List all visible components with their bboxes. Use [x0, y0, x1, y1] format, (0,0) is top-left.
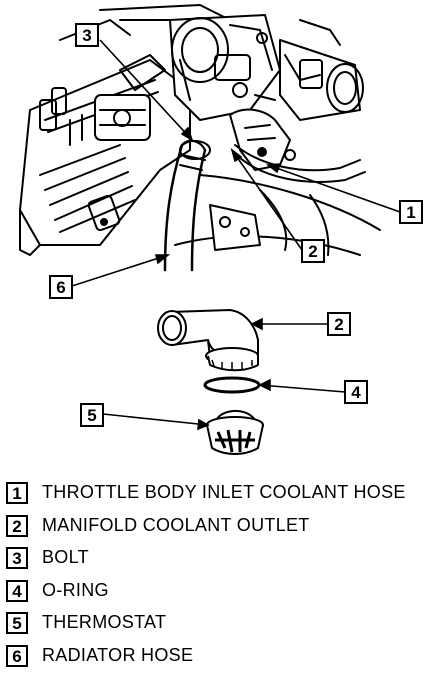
legend-item-number: 6: [6, 644, 28, 667]
callout-4-number: 4: [351, 383, 361, 402]
o-ring-illustration: [203, 376, 261, 394]
thermostat-illustration: [206, 410, 264, 455]
leader-lines: [71, 39, 401, 431]
callout-2-upper: 2: [301, 239, 325, 263]
legend-item-label: THERMOSTAT: [42, 612, 167, 632]
parts-legend: 1 THROTTLE BODY INLET COOLANT HOSE 2 MAN…: [6, 478, 446, 673]
callout-2-lower-number: 2: [334, 315, 343, 334]
callout-5: 5: [80, 403, 104, 427]
callout-6-number: 6: [56, 278, 65, 297]
legend-item: 5 THERMOSTAT: [6, 608, 446, 641]
legend-item-label: O-RING: [42, 579, 109, 600]
legend-item-label: RADIATOR HOSE: [42, 644, 194, 665]
callout-5-number: 5: [87, 406, 96, 425]
legend-item: 2 MANIFOLD COOLANT OUTLET: [6, 511, 446, 544]
callout-2-lower: 2: [327, 312, 351, 336]
callout-1-number: 1: [406, 203, 415, 222]
callout-2-upper-number: 2: [308, 242, 317, 261]
legend-item-number: 4: [6, 579, 28, 602]
callout-3: 3: [75, 23, 99, 47]
legend-item-number: 1: [6, 482, 28, 504]
legend-item: 3 BOLT: [6, 543, 446, 576]
legend-item-label: MANIFOLD COOLANT OUTLET: [42, 514, 310, 535]
callout-4: 4: [344, 380, 368, 404]
legend-item-number: 3: [6, 547, 28, 569]
legend-item-number: 2: [6, 514, 28, 537]
callout-6: 6: [49, 275, 73, 299]
legend-item: 4 O-RING: [6, 576, 446, 609]
engine-drawing: 3 1 2 6 2 4 5: [19, 4, 423, 455]
engine-block-illustration: [19, 4, 381, 272]
legend-item: 1 THROTTLE BODY INLET COOLANT HOSE: [6, 478, 446, 511]
legend-item-label: THROTTLE BODY INLET COOLANT HOSE: [42, 482, 406, 502]
legend-item: 6 RADIATOR HOSE: [6, 641, 446, 674]
legend-item-number: 5: [6, 612, 28, 634]
legend-item-label: BOLT: [42, 547, 89, 567]
callout-3-number: 3: [82, 26, 91, 45]
manifold-coolant-outlet-illustration: [157, 309, 259, 372]
callout-1: 1: [399, 200, 423, 224]
